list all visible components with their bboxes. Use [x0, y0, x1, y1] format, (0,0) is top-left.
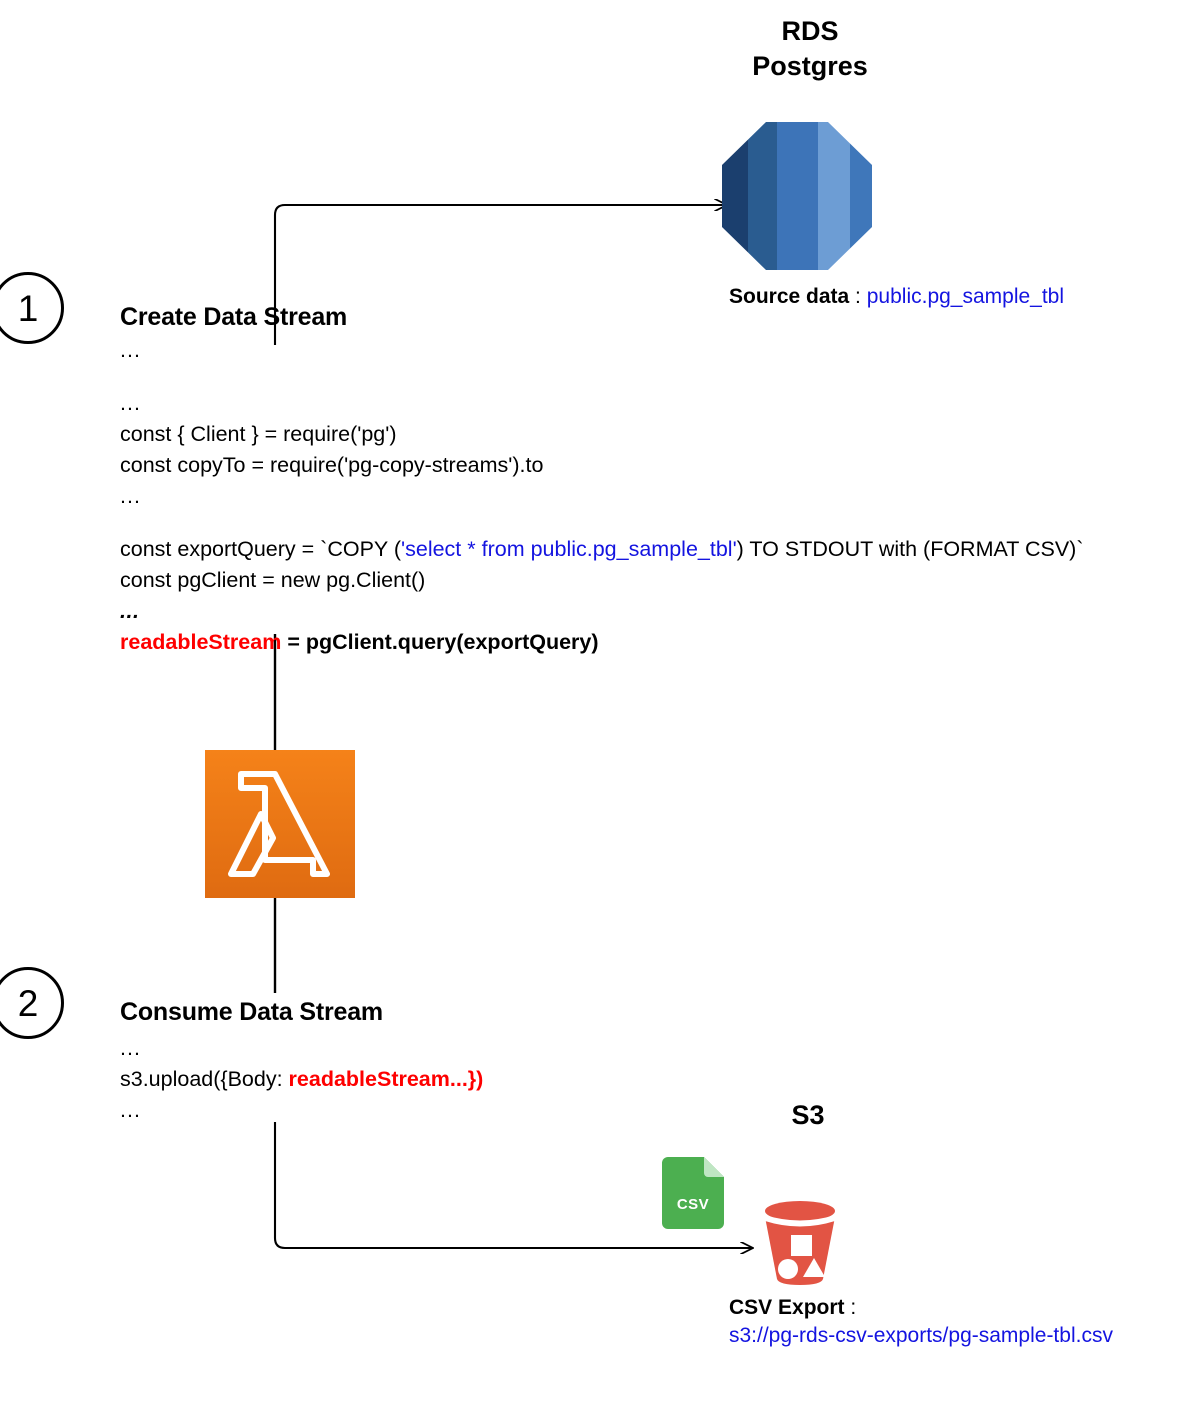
code-readable-stream-rest: = pgClient.query(exportQuery) [281, 630, 599, 654]
code-ellipsis: ... [120, 1098, 141, 1122]
code-spacer [120, 371, 1083, 393]
aws-lambda-icon [205, 750, 355, 898]
step-number-1: 1 [0, 272, 64, 344]
code-line-pgclient: const pgClient = new pg.Client() [120, 568, 426, 592]
code-ellipsis: ... [120, 1036, 141, 1060]
code-block-create-data-stream: ... ... const { Client } = require('pg')… [120, 338, 1084, 663]
caption-source-data-value: public.pg_sample_tbl [866, 285, 1065, 308]
step-2-label: 2 [17, 982, 39, 1024]
s3-bucket-icon [757, 1199, 843, 1287]
service-title-rds-line1: RDS [781, 16, 839, 46]
heading-create-data-stream: Create Data Stream [120, 303, 348, 331]
caption-source-data-separator: : [849, 285, 867, 308]
code-s3-upload-prefix: s3.upload({Body: [120, 1067, 289, 1091]
code-export-query-suffix: ) TO STDOUT with (FORMAT CSV)` [736, 537, 1084, 561]
code-spacer [120, 517, 1083, 539]
code-ellipsis: ... [120, 391, 141, 415]
code-line-s3-upload: s3.upload({Body: readableStream...}) [120, 1067, 484, 1100]
code-readable-stream-var: readableStream [120, 630, 282, 654]
caption-csv-export-label: CSV Export [729, 1296, 845, 1319]
code-export-query-prefix: const exportQuery = `COPY ( [120, 537, 402, 561]
step-number-2: 2 [0, 967, 64, 1039]
step-1-label: 1 [17, 287, 39, 329]
service-title-s3: S3 [791, 1100, 825, 1130]
code-line-require-client: const { Client } = require('pg') [120, 422, 397, 446]
code-s3-upload-suffix: ...}) [449, 1067, 484, 1091]
code-ellipsis-bold: ... [120, 599, 140, 623]
code-s3-upload-stream-var: readableStream [288, 1067, 450, 1091]
heading-consume-data-stream: Consume Data Stream [120, 998, 383, 1026]
caption-csv-export: CSV Export : s3://pg-rds-csv-exports/pg-… [729, 1294, 1113, 1349]
code-block-consume-data-stream: ... s3.upload({Body: readableStream...})… [120, 1036, 484, 1131]
code-line-export-query: const exportQuery = `COPY ('select * fro… [120, 537, 1084, 570]
caption-csv-export-line1: CSV Export : [729, 1294, 1113, 1322]
caption-source-data-label: Source data [729, 285, 850, 308]
service-title-rds: RDS Postgres [700, 14, 920, 83]
service-title-rds-line2: Postgres [752, 50, 868, 81]
caption-csv-export-separator: : [844, 1296, 857, 1319]
code-line-readable-stream: readableStream = pgClient.query(exportQu… [120, 630, 1083, 663]
caption-csv-export-value: s3://pg-rds-csv-exports/pg-sample-tbl.cs… [729, 1323, 1113, 1347]
svg-text:CSV: CSV [677, 1196, 709, 1213]
code-ellipsis: ... [120, 338, 141, 362]
caption-source-data: Source data : public.pg_sample_tbl [729, 283, 1064, 311]
code-line-require-copyto: const copyTo = require('pg-copy-streams'… [120, 453, 544, 477]
code-ellipsis: ... [120, 484, 141, 508]
code-export-query-sql: 'select * from public.pg_sample_tbl' [401, 537, 737, 561]
rds-database-icon [722, 122, 872, 270]
csv-file-icon: CSV [662, 1157, 724, 1229]
